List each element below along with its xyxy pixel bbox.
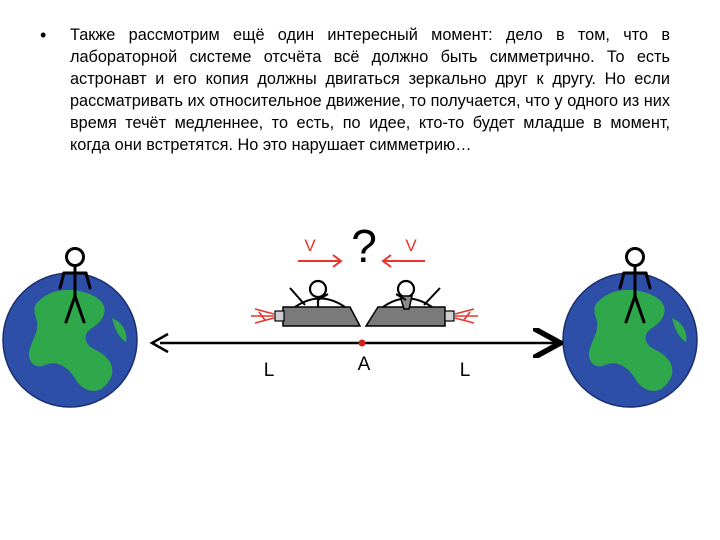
question-mark: ? (351, 220, 377, 272)
velocity-label-right: V (405, 236, 417, 255)
right-earth (562, 272, 698, 408)
velocity-label-left: V (304, 236, 316, 255)
distance-label-right: L (460, 360, 471, 381)
midpoint-label: A (358, 354, 371, 375)
earth-land (112, 318, 127, 342)
right-spaceship (364, 279, 478, 327)
velocity-arrow-left (298, 254, 343, 268)
earth-land (672, 318, 687, 342)
bullet-item: • Также рассмотрим ещё один интересный м… (40, 24, 680, 156)
velocity-arrow-right (381, 254, 425, 268)
paragraph-text: Также рассмотрим ещё один интересный мом… (70, 26, 670, 154)
right-stick-figure (618, 247, 652, 324)
left-earth (2, 272, 138, 408)
distance-label-left: L (264, 360, 275, 381)
earth-land (28, 289, 113, 391)
bullet-marker: • (40, 25, 47, 45)
left-spaceship (251, 279, 362, 327)
midpoint-dot (358, 339, 366, 347)
earth-land (588, 289, 673, 391)
left-stick-figure (58, 247, 92, 324)
distance-arrow-left (149, 332, 169, 354)
